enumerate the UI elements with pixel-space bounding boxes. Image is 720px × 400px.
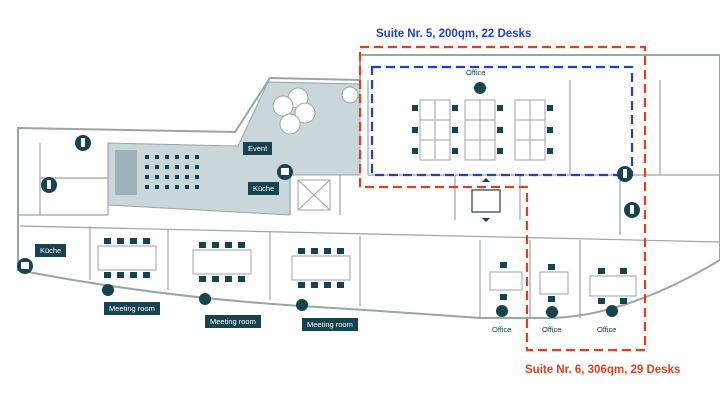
office-top-label: Office [466, 68, 486, 77]
elevator-icon [471, 178, 501, 222]
wc-icon [624, 202, 640, 218]
event-seating [115, 150, 199, 195]
kitchen-left-label: Küche [35, 244, 67, 257]
toilet-icon [75, 135, 91, 151]
suite5-label: Suite Nr. 5, 200qm, 22 Desks [376, 28, 532, 40]
event-label: Event [243, 142, 273, 155]
meeting-chairs [104, 238, 344, 288]
office-chairs [500, 262, 627, 304]
meeting-tables [97, 245, 351, 281]
kitchen-icon [277, 164, 293, 180]
meeting-room-label-1: Meeting room [104, 302, 160, 315]
office-label-2: Office [542, 325, 562, 334]
kitchen-center-label: Küche [248, 182, 280, 195]
inner-walls [18, 80, 720, 318]
toilet-icon [41, 177, 57, 193]
suite5-outline [370, 65, 634, 177]
desk-clusters [419, 99, 546, 161]
round-tables [272, 86, 359, 135]
wc-icon [617, 166, 633, 182]
room-markers [102, 82, 618, 318]
office-label-1: Office [492, 325, 512, 334]
office-label-3: Office [597, 325, 617, 334]
suite6-outline [358, 45, 647, 352]
meeting-room-label-3: Meeting room [302, 318, 358, 331]
meeting-room-label-2: Meeting room [205, 315, 261, 328]
suite6-label: Suite Nr. 6, 306qm, 29 Desks [525, 364, 681, 376]
kitchen-icon [17, 258, 33, 274]
desk-chairs [412, 105, 553, 154]
office-desks [489, 271, 637, 297]
stairs-icon [297, 179, 331, 211]
